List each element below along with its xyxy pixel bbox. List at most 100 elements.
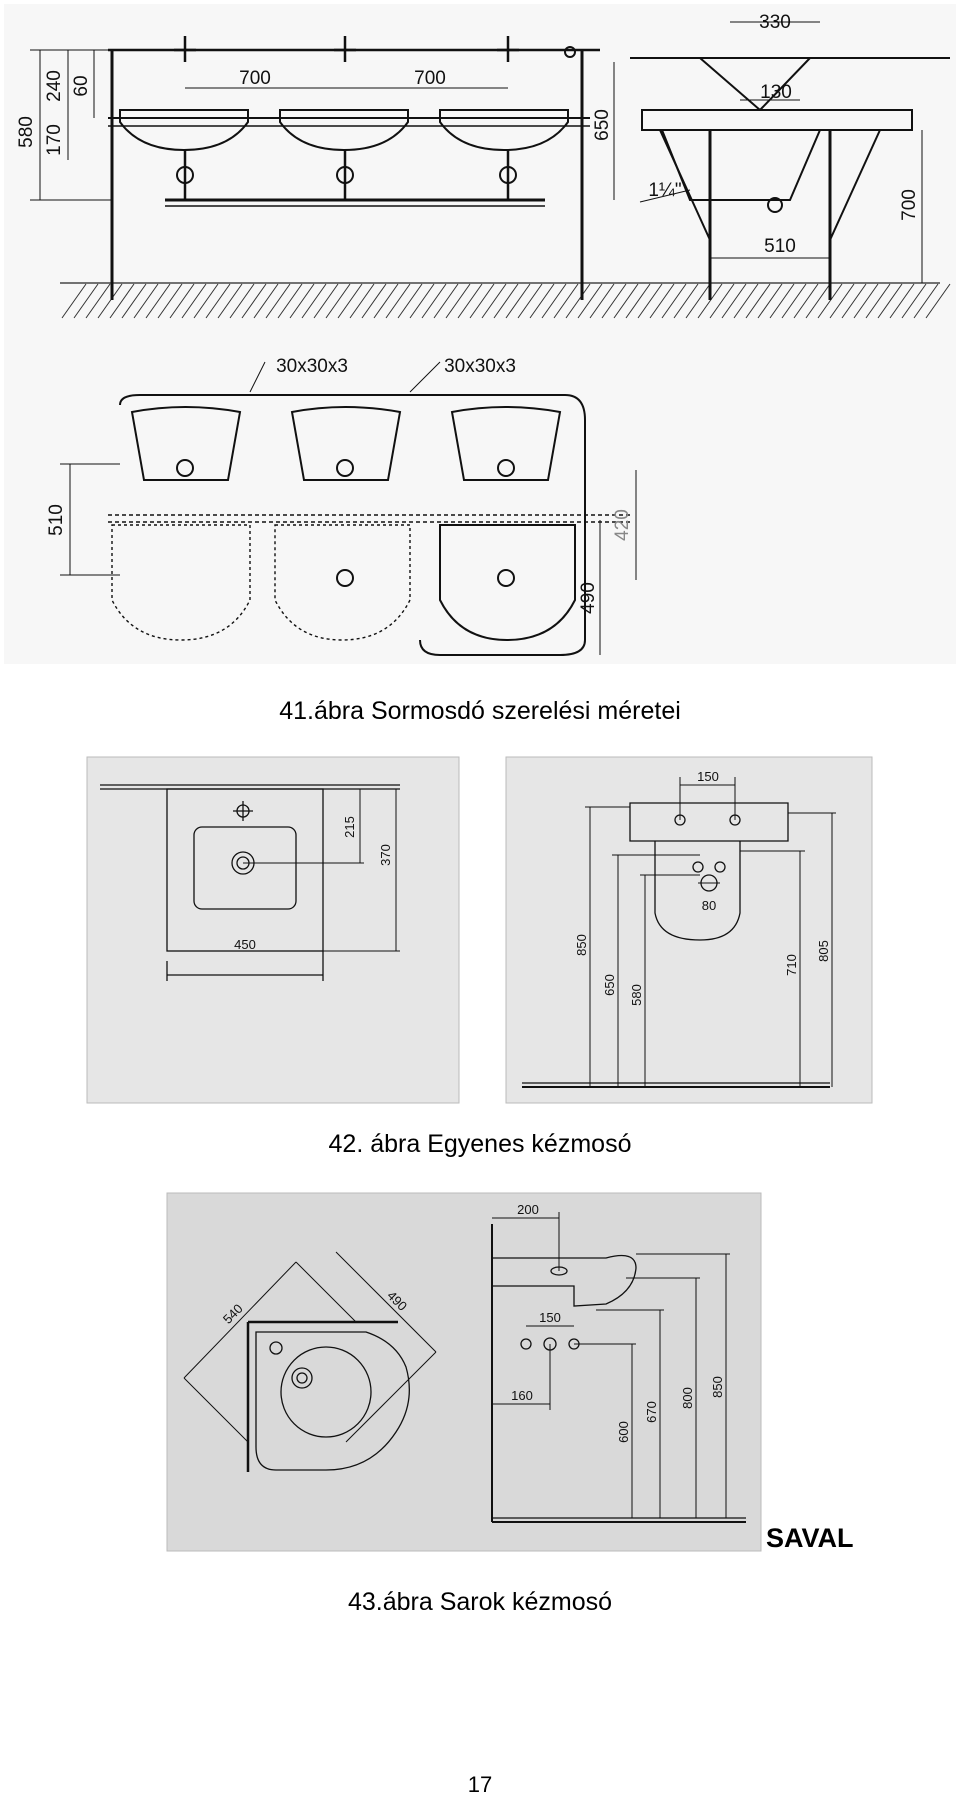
hatch-stroke bbox=[133, 283, 159, 319]
figure-42-svg: 450 215 370 150 80 850 650 580 710 805 bbox=[86, 756, 873, 1104]
hatch-stroke bbox=[373, 283, 399, 319]
figure-41-drawing: 700 700 580 240 60 170 650 1¼" 330 130 5… bbox=[0, 0, 960, 670]
hatch-stroke bbox=[769, 283, 795, 319]
hatch-stroke bbox=[661, 283, 687, 319]
hatch-stroke bbox=[577, 283, 603, 319]
hatch-stroke bbox=[181, 283, 207, 319]
hatch-stroke bbox=[865, 283, 891, 319]
hatch-stroke bbox=[421, 283, 447, 319]
dim-510-side: 510 bbox=[764, 236, 796, 257]
hatch-stroke bbox=[205, 283, 231, 319]
front-view bbox=[30, 36, 615, 300]
hatch-stroke bbox=[169, 283, 195, 319]
hatch-stroke bbox=[145, 283, 171, 319]
hatch-stroke bbox=[817, 283, 843, 319]
hatch-stroke bbox=[601, 283, 627, 319]
dim-150: 150 bbox=[539, 1310, 561, 1325]
hatch-stroke bbox=[457, 283, 483, 319]
figure-42-labels: 450 215 370 150 80 850 650 580 710 805 bbox=[234, 769, 831, 1006]
hatch-stroke bbox=[829, 283, 855, 319]
hatch-stroke bbox=[517, 283, 543, 319]
hatch-stroke bbox=[889, 283, 915, 319]
washbasin-plan bbox=[100, 784, 400, 981]
hatch-stroke bbox=[565, 283, 591, 319]
hatch-stroke bbox=[925, 283, 951, 319]
dim-650: 650 bbox=[602, 974, 617, 996]
hatch-stroke bbox=[613, 283, 639, 319]
figure-41-labels: 700 700 580 240 60 170 650 1¼" 330 130 5… bbox=[16, 12, 920, 614]
dim-700-b: 700 bbox=[414, 68, 446, 89]
hatch-stroke bbox=[241, 283, 267, 319]
dim-510-plan: 510 bbox=[46, 504, 67, 536]
dim-700-side: 700 bbox=[899, 189, 920, 221]
figure-41-caption: 41.ábra Sormosdó szerelési méretei bbox=[279, 697, 681, 725]
hatch-stroke bbox=[697, 283, 723, 319]
hatch-stroke bbox=[433, 283, 459, 319]
figure-42-drawing: 450 215 370 150 80 850 650 580 710 805 bbox=[0, 755, 960, 1105]
hatch-stroke bbox=[325, 283, 351, 319]
hatch-stroke bbox=[61, 283, 87, 319]
dim-450: 450 bbox=[234, 937, 256, 952]
dim-800: 800 bbox=[680, 1387, 695, 1409]
hatch-stroke bbox=[553, 283, 579, 319]
hatch-stroke bbox=[781, 283, 807, 319]
hatch-stroke bbox=[409, 283, 435, 319]
hatch-stroke bbox=[217, 283, 243, 319]
hatch-stroke bbox=[385, 283, 411, 319]
dim-420: 420 bbox=[612, 509, 633, 541]
figure-43-caption: 43.ábra Sarok kézmosó bbox=[347, 1588, 613, 1616]
dim-200: 200 bbox=[517, 1202, 539, 1217]
hatch-stroke bbox=[73, 283, 99, 319]
dim-pipe: 1¼" bbox=[648, 180, 681, 201]
hatch-stroke bbox=[277, 283, 303, 319]
hatch-stroke bbox=[793, 283, 819, 319]
dim-profile-1: 30x30x3 bbox=[276, 356, 348, 377]
hatch-stroke bbox=[481, 283, 507, 319]
hatch-stroke bbox=[541, 283, 567, 319]
hatch-stroke bbox=[625, 283, 651, 319]
figure-41-svg: 700 700 580 240 60 170 650 1¼" 330 130 5… bbox=[4, 4, 956, 664]
dim-490: 490 bbox=[578, 582, 599, 614]
hatch-stroke bbox=[445, 283, 471, 319]
plan-view bbox=[60, 361, 637, 656]
hatch-stroke bbox=[721, 283, 747, 319]
hatch-stroke bbox=[529, 283, 555, 319]
dim-700-a: 700 bbox=[239, 68, 271, 89]
dim-580: 580 bbox=[16, 116, 37, 148]
dim-215: 215 bbox=[342, 816, 357, 838]
dim-160: 160 bbox=[511, 1388, 533, 1403]
hatch-stroke bbox=[709, 283, 735, 319]
dim-60: 60 bbox=[71, 75, 92, 96]
dim-650: 650 bbox=[592, 109, 613, 141]
dim-600: 600 bbox=[616, 1421, 631, 1443]
dim-850: 850 bbox=[710, 1376, 725, 1398]
figure-42-caption: 42. ábra Egyenes kézmosó bbox=[328, 1130, 632, 1158]
dim-170: 170 bbox=[44, 124, 65, 156]
hatch-stroke bbox=[901, 283, 927, 319]
hatch-stroke bbox=[85, 283, 111, 319]
hatch-stroke bbox=[265, 283, 291, 319]
hatch-stroke bbox=[289, 283, 315, 319]
dim-profile-2: 30x30x3 bbox=[444, 356, 516, 377]
page-number: 17 bbox=[467, 1772, 493, 1797]
hatch-stroke bbox=[469, 283, 495, 319]
dim-805: 805 bbox=[816, 940, 831, 962]
hatch-stroke bbox=[637, 283, 663, 319]
figure-43-drawing: 540 490 200 150 160 600 670 800 850 bbox=[166, 1192, 762, 1552]
hatch-stroke bbox=[913, 283, 939, 319]
hatch-stroke bbox=[157, 283, 183, 319]
dim-130: 130 bbox=[760, 82, 792, 103]
hatch-stroke bbox=[493, 283, 519, 319]
washbasin-elevation bbox=[522, 777, 836, 1088]
dim-850: 850 bbox=[574, 934, 589, 956]
hatch-stroke bbox=[97, 283, 123, 319]
hatch-stroke bbox=[397, 283, 423, 319]
hatch-stroke bbox=[685, 283, 711, 319]
corner-basin-elevation bbox=[491, 1212, 746, 1523]
hatch-stroke bbox=[229, 283, 255, 319]
hatch-stroke bbox=[505, 283, 531, 319]
hatch-stroke bbox=[589, 283, 615, 319]
hatch-stroke bbox=[757, 283, 783, 319]
hatch-stroke bbox=[361, 283, 387, 319]
hatch-stroke bbox=[841, 283, 867, 319]
